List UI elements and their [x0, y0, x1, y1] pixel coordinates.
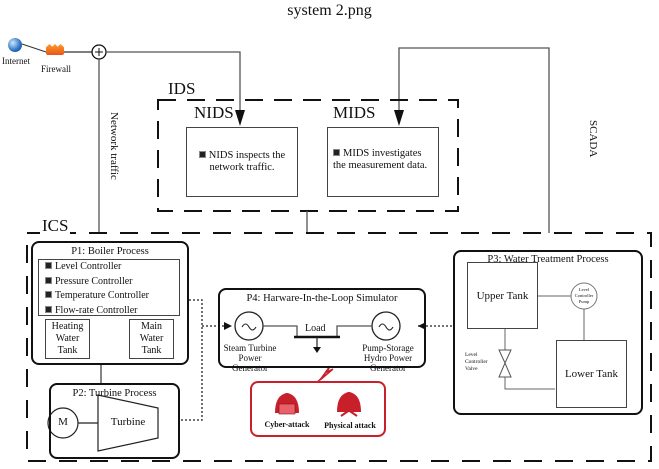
level-valve-icon — [498, 349, 512, 378]
attack-box — [250, 381, 386, 437]
heating-water-tank: Heating Water Tank — [45, 319, 90, 359]
load-arrow — [313, 347, 321, 353]
steam-generator-label: Steam Turbine Power Generator — [223, 343, 277, 373]
p2-title: P2: Turbine Process — [72, 388, 157, 399]
turbine-label: Turbine — [110, 416, 146, 428]
bullet-icon — [45, 291, 52, 298]
firewall-label: Firewall — [41, 64, 71, 74]
internet-firewall-link — [21, 43, 47, 53]
p3-title: P3: Water Treatment Process — [487, 254, 609, 265]
scada-label: SCADA — [587, 120, 599, 158]
main-water-tank: Main Water Tank — [129, 319, 174, 359]
nids-label: NIDS — [194, 103, 234, 122]
scada-line — [398, 47, 550, 233]
internet-label: Internet — [2, 56, 30, 66]
controller-item: Flow-rate Controller — [39, 304, 179, 319]
bullet-icon — [198, 151, 206, 158]
hydro-generator-label: Pump-Storage Hydro Power Generator — [362, 343, 414, 373]
p4-title: P4: Harware-In-the-Loop Simulator — [246, 293, 398, 304]
bullet-icon — [333, 149, 340, 156]
upper-tank: Upper Tank — [467, 262, 538, 329]
file-title: system 2.png — [287, 2, 372, 19]
internet-globe-icon — [8, 38, 22, 52]
ids-label: IDS — [168, 79, 196, 98]
p1-p2-dotted-link — [180, 299, 203, 421]
controller-item: Level Controller — [39, 260, 179, 275]
lower-tank: Lower Tank — [556, 340, 627, 408]
valve-label: Level Controller Valve — [465, 352, 488, 372]
p3-water-treatment: P3: Water Treatment Process — [453, 250, 643, 415]
firewall-icon — [46, 44, 64, 55]
ics-label: ICS — [40, 216, 71, 236]
nids-description: NIDS inspects the network traffic. — [208, 150, 286, 173]
motor-label: M — [58, 416, 68, 428]
controller-list: Level Controller Pressure Controller Tem… — [38, 259, 180, 316]
ics-boundary — [26, 232, 652, 462]
ids-boundary — [157, 99, 459, 212]
nids-arrow — [235, 110, 245, 126]
controller-item: Pressure Controller — [39, 275, 179, 290]
p2-turbine-process: P2: Turbine Process — [49, 383, 180, 459]
attack-arrow-icon — [319, 365, 334, 381]
nids-box: NIDS inspects the network traffic. — [186, 127, 298, 197]
turbine-shape — [97, 394, 159, 452]
network-traffic-label: Network traffic — [108, 112, 120, 180]
p1-title: P1: Boiler Process — [71, 246, 149, 257]
mids-description: MIDS investigates the measurement data. — [333, 148, 428, 171]
nids-feed-line — [106, 51, 241, 110]
physical-attack-label: Physical attack — [324, 421, 376, 430]
mids-label: MIDS — [333, 103, 376, 122]
mids-box: MIDS investigates the measurement data. — [327, 127, 439, 197]
pump-label: Level Controller Pump — [574, 287, 594, 304]
cyber-attack-label: Cyber-attack — [264, 420, 310, 429]
bullet-icon — [45, 276, 52, 284]
p4-hil-simulator: P4: Harware-In-the-Loop Simulator — [218, 288, 426, 368]
mids-arrow — [394, 110, 404, 126]
bullet-icon — [45, 262, 52, 269]
bullet-icon — [45, 305, 52, 313]
controller-item: Temperature Controller — [39, 289, 179, 304]
load-label: Load — [305, 323, 326, 334]
